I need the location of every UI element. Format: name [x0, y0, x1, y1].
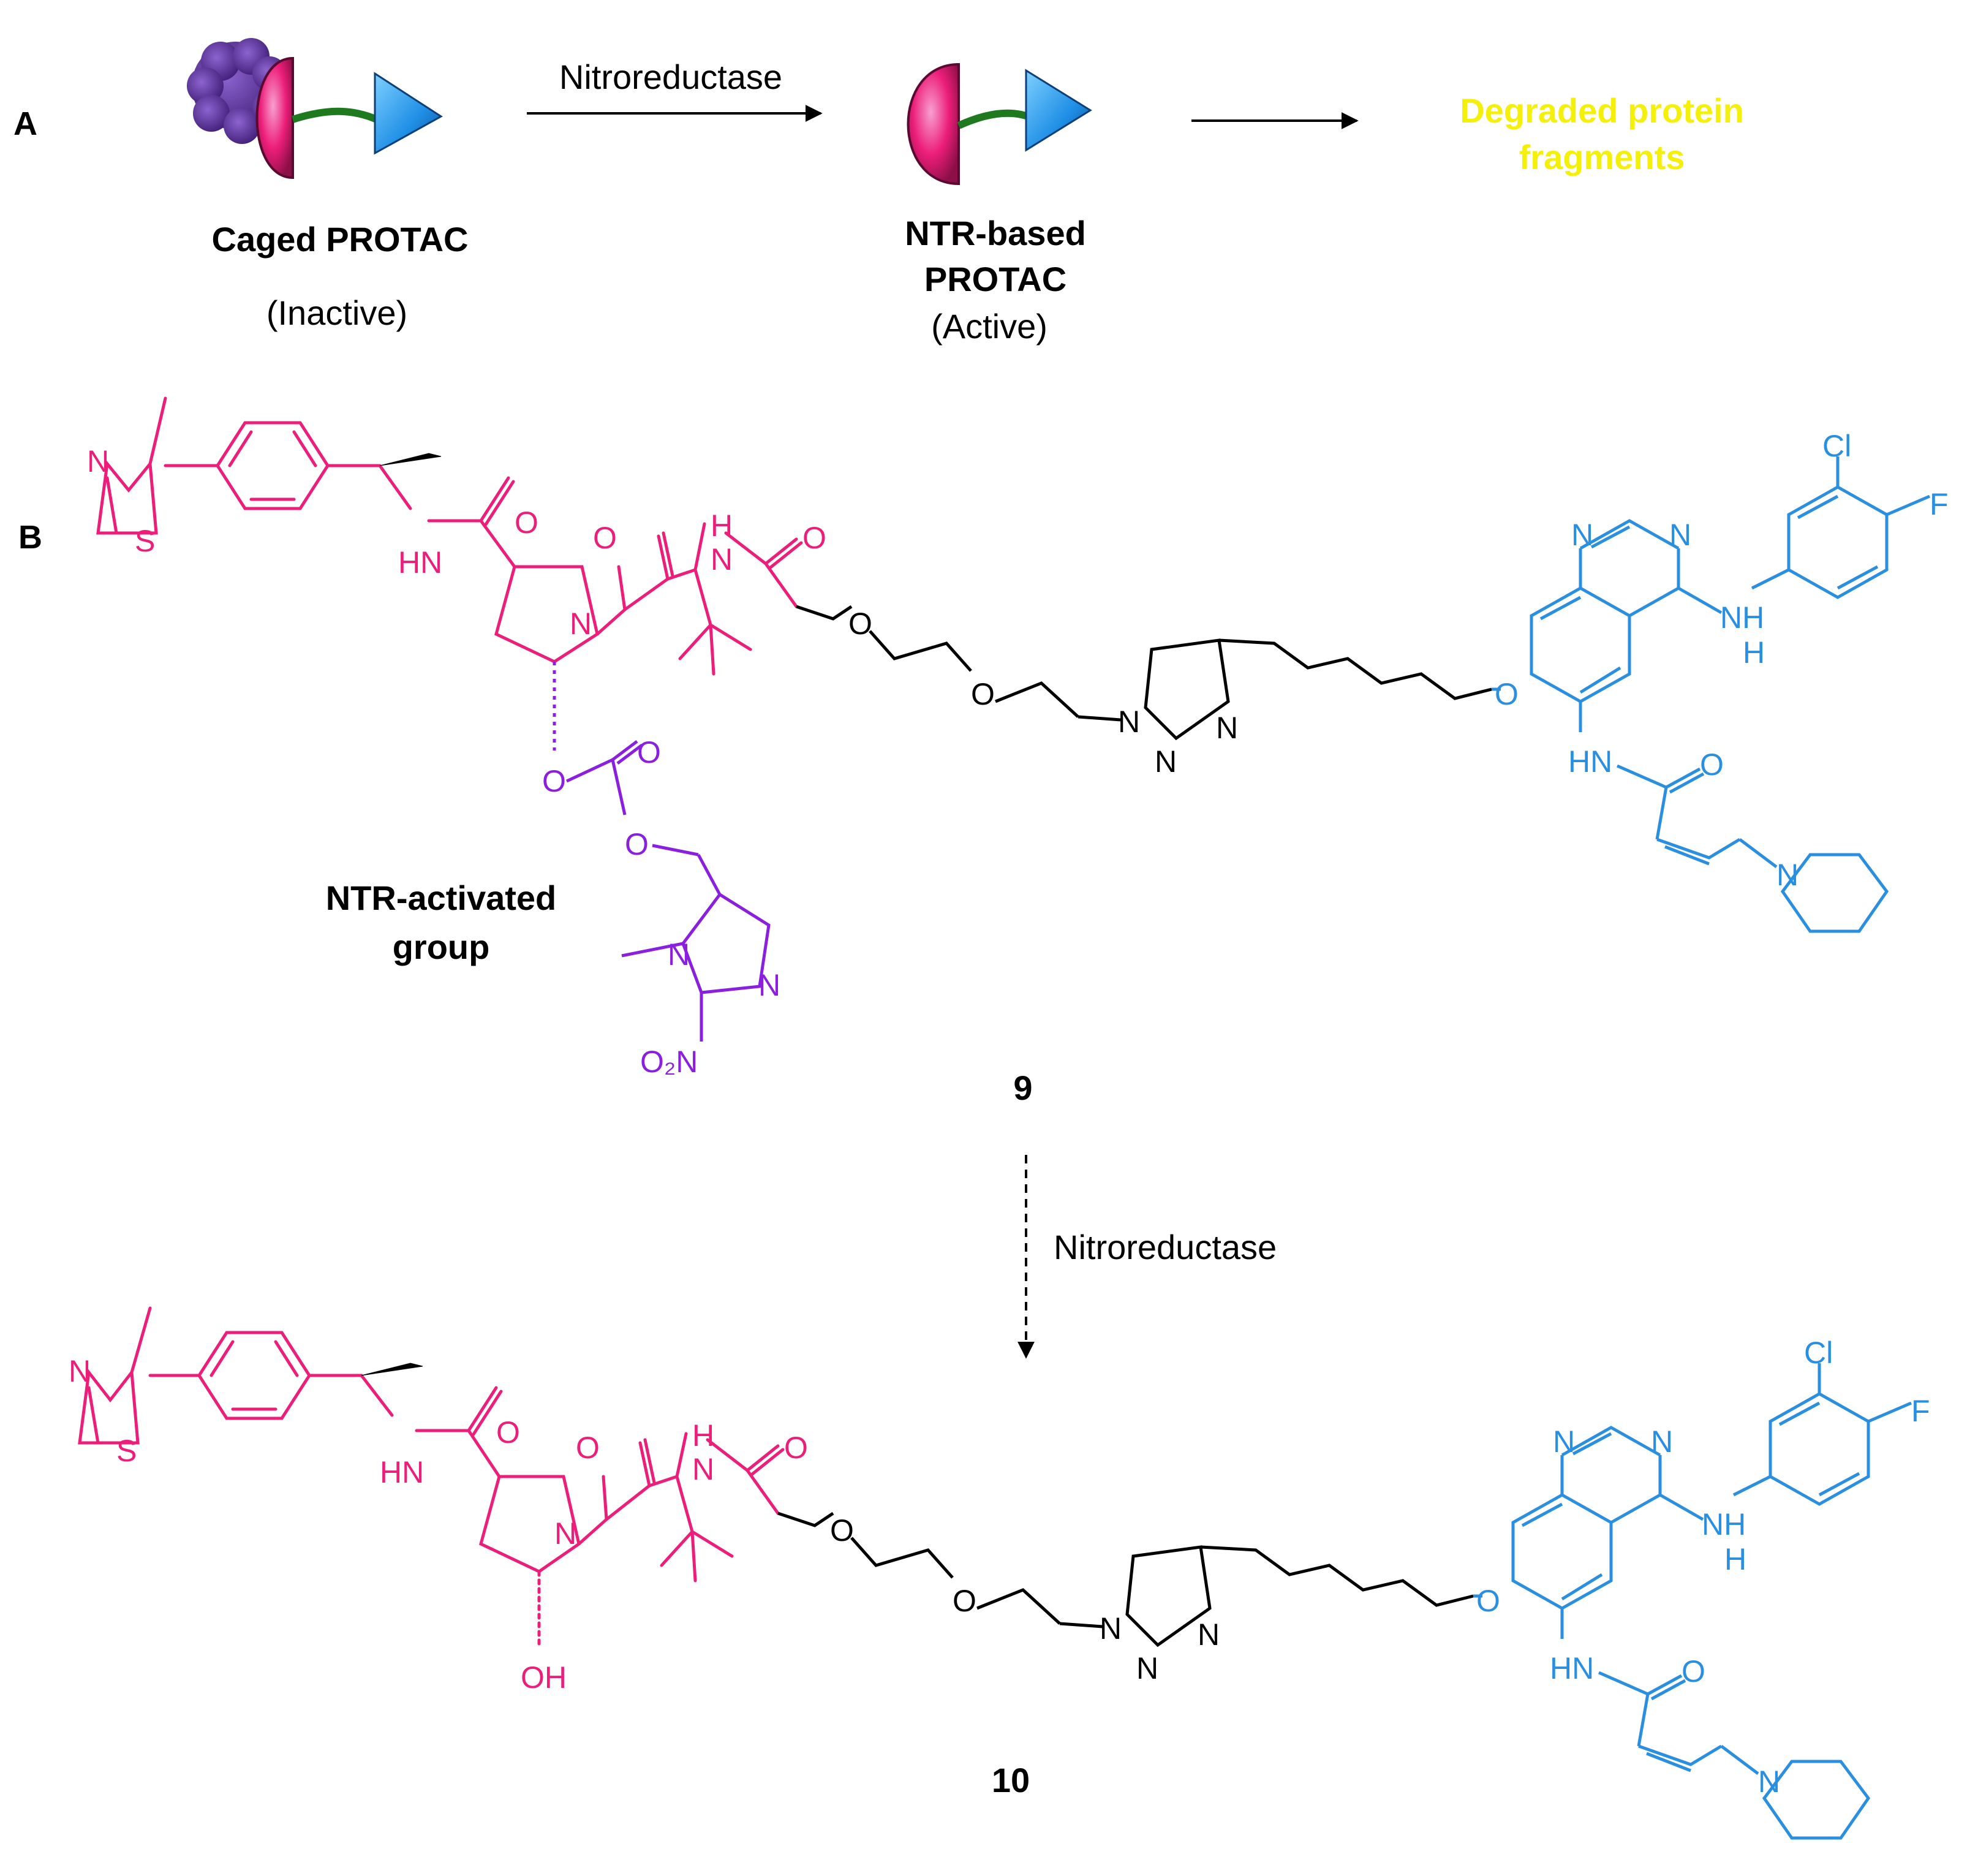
atom-n-nh-9: N: [711, 542, 733, 577]
atom-n-quinazoline-1-9: N: [1571, 518, 1593, 552]
compound-10-label: 10: [992, 1761, 1030, 1799]
panel-b-label: B: [18, 519, 42, 556]
atom-n-imidazole-2-9: N: [758, 968, 780, 1002]
atom-n-nh-10: N: [692, 1452, 714, 1486]
atom-o-peg-1-10: O: [830, 1513, 854, 1548]
atom-n-quinazoline-1-10: N: [1553, 1424, 1575, 1459]
atom-o-carbonate-2-9: O: [637, 735, 661, 770]
atom-n-piperidine-9: N: [1776, 858, 1799, 892]
atom-o-peg-2-10: O: [953, 1584, 976, 1618]
atom-o-carbonate-1-9: O: [542, 764, 566, 798]
atom-n-triazole-3-9: N: [1216, 711, 1238, 745]
atom-hn-amide-10: HN: [380, 1455, 424, 1489]
green-linker-icon: [957, 109, 1037, 129]
atom-o-ether-9: O: [1495, 677, 1519, 711]
egfr-ligand-9: [1492, 456, 1930, 933]
atom-cl-9: Cl: [1822, 429, 1851, 463]
atom-o-amide-9: O: [515, 505, 538, 540]
atom-hn-acrylamide-9: HN: [1568, 744, 1612, 779]
atom-n-pyrrolidine-9: N: [570, 607, 592, 641]
degraded-fragments-line-2: fragments: [1519, 138, 1685, 176]
linker-10: [777, 1511, 1474, 1647]
ntr-activated-label-2: group: [393, 928, 490, 966]
atom-o-acrylamide-9: O: [1700, 747, 1724, 782]
atom-o-acrylamide-10: O: [1682, 1654, 1705, 1689]
ntr-cage-group-9: [553, 662, 771, 1042]
atom-n-imidazole-1-9: N: [668, 937, 690, 972]
active-protac-title-2: PROTAC: [924, 260, 1066, 298]
atom-nh-aniline-10: NH: [1702, 1507, 1746, 1541]
atom-nh-aniline-9: NH: [1720, 600, 1764, 635]
atom-s-thiazole-9: S: [135, 524, 155, 558]
vhl-ligand-9: [96, 396, 803, 676]
atom-o-acyl-10: O: [576, 1431, 600, 1465]
degraded-fragments-line-1: Degraded protein: [1460, 91, 1744, 130]
compound-9-label: 9: [1013, 1068, 1032, 1107]
atom-f-10: F: [1911, 1394, 1930, 1428]
atom-n-triazole-2-10: N: [1136, 1651, 1158, 1685]
atom-hn-amide-9: HN: [398, 545, 442, 580]
atom-h-nh-9: H: [711, 509, 733, 543]
atom-n-thiazole-9: N: [87, 444, 109, 478]
half-moon-ligand-icon: [255, 56, 294, 180]
atom-n-triazole-2-9: N: [1155, 744, 1177, 779]
panel-a: A Caged PROTAC (Inactive) Nitroreductase…: [13, 38, 1744, 346]
atom-h-nh-10: H: [692, 1418, 714, 1453]
atom-n-triazole-1-9: N: [1118, 705, 1140, 739]
atom-n-quinazoline-2-9: N: [1669, 518, 1691, 552]
caged-protac-icon: [187, 38, 443, 180]
atom-h-aniline-10: H: [1724, 1542, 1746, 1576]
atom-n-triazole-1-10: N: [1100, 1611, 1122, 1646]
green-linker-icon: [292, 107, 379, 123]
nitroreductase-label-b: Nitroreductase: [1054, 1228, 1277, 1266]
atom-o-peg-2-9: O: [971, 677, 995, 711]
atom-cl-10: Cl: [1804, 1336, 1833, 1370]
linker-9: [796, 605, 1492, 741]
atom-o-peg-1-9: O: [848, 607, 872, 641]
atom-o-acyl-9: O: [593, 521, 617, 555]
atom-h-aniline-9: H: [1743, 635, 1765, 670]
atom-s-thiazole-10: S: [116, 1434, 137, 1468]
atom-o-ether-10: O: [1476, 1584, 1500, 1618]
caged-protac-title: Caged PROTAC: [212, 220, 469, 259]
atom-f-9: F: [1930, 487, 1949, 521]
atom-o-carbonate-3-9: O: [625, 827, 649, 861]
atom-o-amide-10: O: [496, 1415, 520, 1450]
active-protac-title-1: NTR-based: [905, 214, 1086, 252]
compound-10: N S HN O N O H N O OH O O N N N: [69, 1306, 1930, 1840]
caged-protac-state: (Inactive): [266, 293, 407, 332]
atom-oh-hydroxyl-10: OH: [521, 1660, 567, 1695]
atom-n-thiazole-10: N: [69, 1354, 91, 1388]
compound-9: N S HN O N O H N O O O O N N O₂N NTR-act…: [87, 396, 1949, 1107]
active-protac-icon: [907, 62, 1092, 186]
atom-n-quinazoline-2-10: N: [1651, 1424, 1673, 1459]
atom-n-pyrrolidine-10: N: [554, 1516, 576, 1551]
egfr-ligand-10: [1473, 1363, 1912, 1840]
atom-n-piperidine-10: N: [1758, 1764, 1780, 1799]
triangle-ligand-icon: [374, 72, 443, 155]
ntr-activated-label-1: NTR-activated: [326, 879, 557, 917]
triangle-ligand-icon: [1025, 69, 1092, 152]
atom-o2n-nitro-9: O₂N: [640, 1045, 698, 1079]
atom-hn-acrylamide-10: HN: [1550, 1651, 1594, 1685]
nitroreductase-label-a: Nitroreductase: [559, 58, 782, 96]
panel-a-label: A: [13, 105, 37, 142]
active-protac-state: (Active): [931, 307, 1048, 346]
half-moon-ligand-icon: [907, 62, 960, 186]
atom-o-acetamide-10: O: [784, 1431, 808, 1465]
atom-n-triazole-3-10: N: [1198, 1617, 1220, 1652]
vhl-ligand-10: [78, 1306, 785, 1650]
atom-o-acetamide-9: O: [802, 521, 826, 555]
